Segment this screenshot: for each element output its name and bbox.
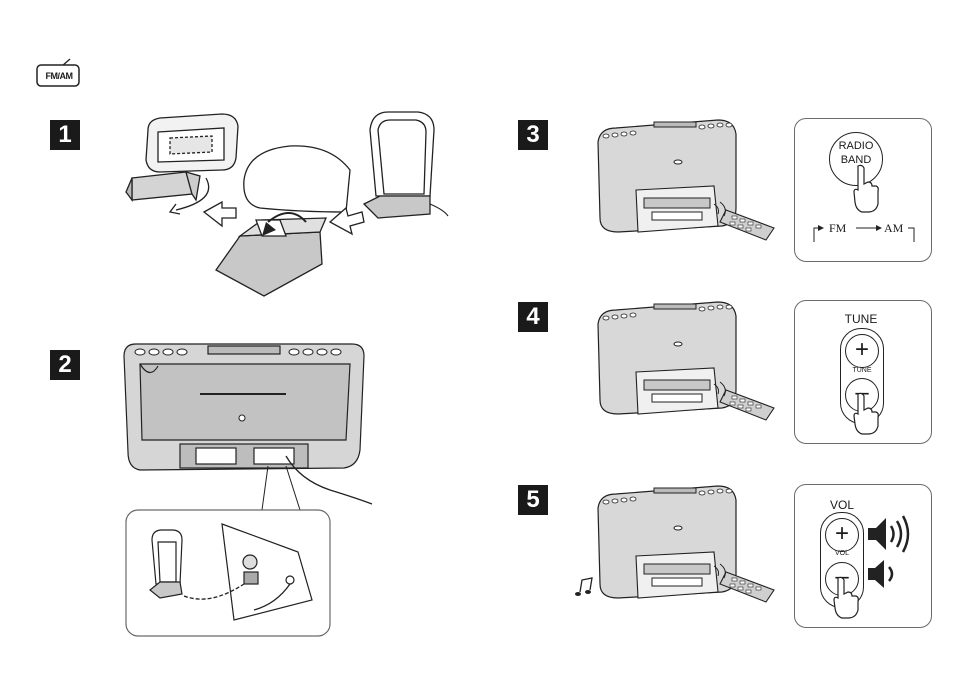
music-note-icon <box>575 578 592 596</box>
step-number: 5 <box>518 485 548 515</box>
volume-plus-label: + <box>825 518 859 550</box>
mode-label: FM/AM <box>40 71 78 81</box>
tune-title: TUNE <box>826 312 896 326</box>
radio-band-label-1: RADIO <box>829 140 883 152</box>
tune-plus-label: + <box>845 334 879 366</box>
speaker-quiet-icon <box>866 558 898 590</box>
speaker-loud-icon <box>866 514 912 554</box>
radio-fmam-icon: FM/AM <box>36 56 82 88</box>
pointing-hand-icon <box>852 392 882 436</box>
step-number: 1 <box>50 120 80 150</box>
loop-antenna-icon <box>126 114 238 200</box>
volume-mid-label: VOL <box>820 550 864 557</box>
volume-title: VOL <box>818 498 866 512</box>
step-number: 4 <box>518 302 548 332</box>
band-am: AM <box>884 221 903 236</box>
pointing-hand-icon <box>832 576 862 620</box>
tune-mid-label: TUNE <box>840 367 884 374</box>
band-fm: FM <box>829 221 846 236</box>
step-number: 3 <box>518 120 548 150</box>
speaker-unit-icon <box>124 344 364 470</box>
step-number: 2 <box>50 350 80 380</box>
pointing-hand-icon <box>852 164 882 214</box>
